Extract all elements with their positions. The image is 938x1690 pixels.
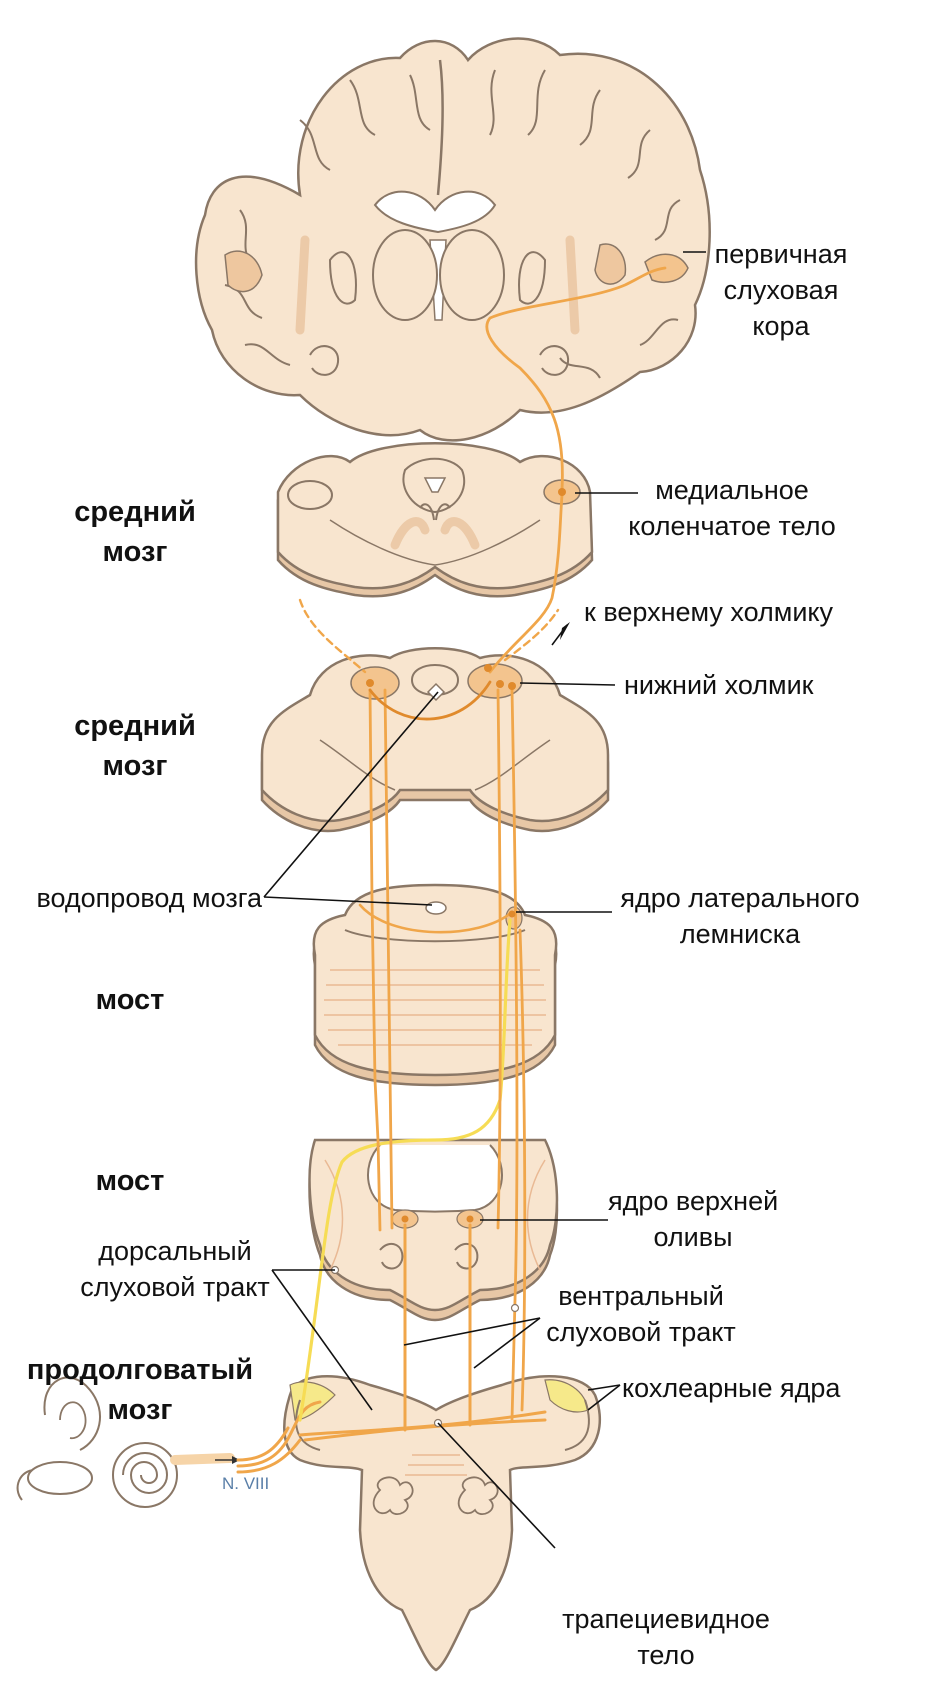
label-line: слуховой тракт: [536, 1314, 746, 1350]
label-line: ядро латерального: [612, 880, 868, 916]
label-lateral-lemniscus-nucleus: ядро латерального лемниска: [612, 880, 868, 952]
label-line: оливы: [608, 1219, 778, 1255]
label-nerve-viii: N. VIII: [222, 1474, 269, 1494]
label-line: коленчатое тело: [612, 508, 852, 544]
midbrain-section-upper: [278, 443, 592, 596]
cerebrum-section: [196, 39, 710, 441]
region-medulla: продолговатый мозг: [20, 1350, 260, 1430]
medulla-section: [284, 1376, 600, 1670]
region-line: средний: [55, 706, 215, 746]
synapse-markers: [366, 488, 566, 1223]
label-line: тело: [556, 1637, 776, 1673]
label-line: медиальное: [612, 472, 852, 508]
label-line: дорсальный: [70, 1233, 280, 1269]
midbrain-section-lower: [262, 648, 608, 831]
region-midbrain-upper: средний мозг: [55, 492, 215, 572]
label-line: трапециевидное: [556, 1601, 776, 1637]
arrowhead-icon: [560, 622, 570, 640]
label-cochlear-nuclei: кохлеарные ядра: [622, 1370, 840, 1406]
label-to-superior-colliculus: к верхнему холмику: [584, 594, 833, 630]
label-line: кора: [706, 308, 856, 344]
region-midbrain-lower: средний мозг: [55, 706, 215, 786]
label-line: первичная: [706, 236, 856, 272]
label-medial-geniculate: медиальное коленчатое тело: [612, 472, 852, 544]
label-cerebral-aqueduct: водопровод мозга: [18, 880, 262, 916]
region-pons-upper: мост: [65, 980, 195, 1020]
label-superior-olive-nucleus: ядро верхней оливы: [608, 1183, 778, 1255]
label-ventral-auditory-tract: вентральный слуховой тракт: [536, 1278, 746, 1350]
region-line: продолговатый: [20, 1350, 260, 1390]
region-pons-lower: мост: [65, 1161, 195, 1201]
label-trapezoid-body: трапециевидное тело: [556, 1601, 776, 1673]
label-line: слуховая: [706, 272, 856, 308]
label-line: лемниска: [612, 916, 868, 952]
region-line: мозг: [55, 746, 215, 786]
label-inferior-colliculus: нижний холмик: [624, 667, 813, 703]
region-line: средний: [55, 492, 215, 532]
pons-section-lower: [310, 1140, 557, 1320]
label-dorsal-auditory-tract: дорсальный слуховой тракт: [70, 1233, 280, 1305]
region-line: мозг: [55, 532, 215, 572]
region-line: мозг: [20, 1390, 260, 1430]
label-line: слуховой тракт: [70, 1269, 280, 1305]
label-line: вентральный: [536, 1278, 746, 1314]
label-line: ядро верхней: [608, 1183, 778, 1219]
pons-section-upper: [314, 885, 557, 1085]
label-primary-auditory-cortex: первичная слуховая кора: [706, 236, 856, 344]
